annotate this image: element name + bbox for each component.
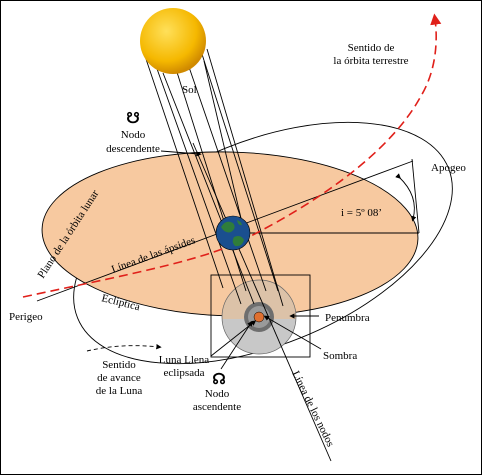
label-moon-advance-2: de avance: [97, 372, 141, 384]
descending-node-icon: ☋: [126, 109, 139, 127]
sun: [140, 8, 206, 74]
label-descending-node-2: descendente: [106, 143, 160, 155]
label-descending-node-1: Nodo: [121, 129, 146, 141]
ascending-node-icon: ☊: [212, 370, 225, 388]
label-penumbra: Penumbra: [325, 312, 370, 324]
inclination-arc: [395, 173, 417, 222]
earth: [215, 215, 251, 251]
label-full-moon-1: Luna Llena: [159, 354, 210, 366]
descending-node-leader: [160, 150, 202, 157]
line-of-nodes: [192, 142, 332, 462]
label-earth-orbit-line2: la órbita terrestre: [333, 55, 408, 67]
umbra-leader: [263, 315, 322, 350]
label-umbra: Sombra: [323, 350, 357, 362]
full-moon-leader: [210, 320, 257, 357]
label-moon-advance-1: Sentido: [102, 359, 136, 371]
earth-orbit-arrow: [22, 13, 442, 298]
label-line-of-nodes: Línea de los nodos: [289, 369, 336, 449]
label-moon-advance-3: de la Luna: [96, 385, 143, 397]
label-sun: Sol: [182, 84, 197, 96]
label-full-moon-2: eclipsada: [164, 367, 205, 379]
label-ascending-node-2: ascendente: [193, 401, 241, 413]
label-apogee: Apogeo: [431, 162, 466, 174]
ascending-node-leader: [220, 320, 253, 370]
label-earth-orbit-line1: Sentido de: [348, 42, 395, 54]
label-inclination: i = 5º 08’: [341, 207, 382, 219]
label-ascending-node-1: Nodo: [205, 388, 230, 400]
sun-rays: [145, 48, 284, 307]
moon-advance-arrow: [86, 344, 162, 352]
label-perigee: Perigeo: [9, 311, 43, 323]
penumbra: [221, 279, 297, 355]
eclipsed-full-moon: [253, 311, 265, 323]
